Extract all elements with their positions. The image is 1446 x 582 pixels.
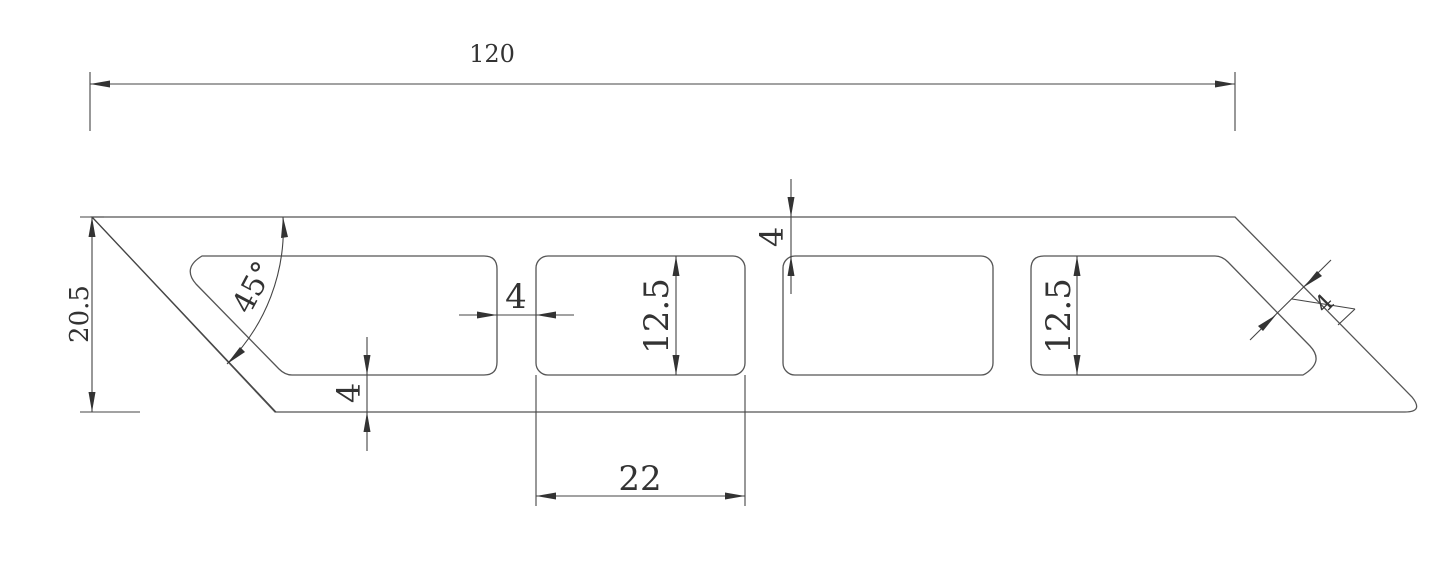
dimension-angle: 45° (91, 216, 288, 413)
angle-label: 45° (226, 256, 282, 319)
chamber-3 (782, 255, 994, 376)
dimension-top-wall: 4 (753, 179, 795, 294)
dimension-overall-length: 120 (89, 40, 1236, 131)
chamber-1 (189, 255, 498, 376)
profile-outline (90, 216, 1418, 413)
dimension-slot-height-left: 12.5 (637, 256, 680, 375)
slot-height-right-label: 12.5 (1039, 278, 1079, 354)
dimension-slot-width: 22 (535, 375, 746, 506)
slot-height-left-label: 12.5 (637, 278, 677, 354)
slot-width-label: 22 (618, 459, 661, 499)
dimension-slot-gap: 4 (459, 277, 574, 319)
diagonal-wall-label: 4 (1309, 288, 1340, 319)
slot-gap-label: 4 (505, 277, 527, 317)
top-wall-label: 4 (753, 227, 791, 247)
dimension-height: 20.5 (65, 216, 140, 413)
chamber-4 (1030, 255, 1317, 376)
overall-length-label: 120 (469, 40, 515, 68)
height-label: 20.5 (65, 285, 95, 343)
bottom-wall-label: 4 (330, 383, 368, 403)
dimension-slot-height-right: 12.5 (1039, 256, 1100, 376)
dimension-bottom-wall: 4 (330, 337, 371, 451)
